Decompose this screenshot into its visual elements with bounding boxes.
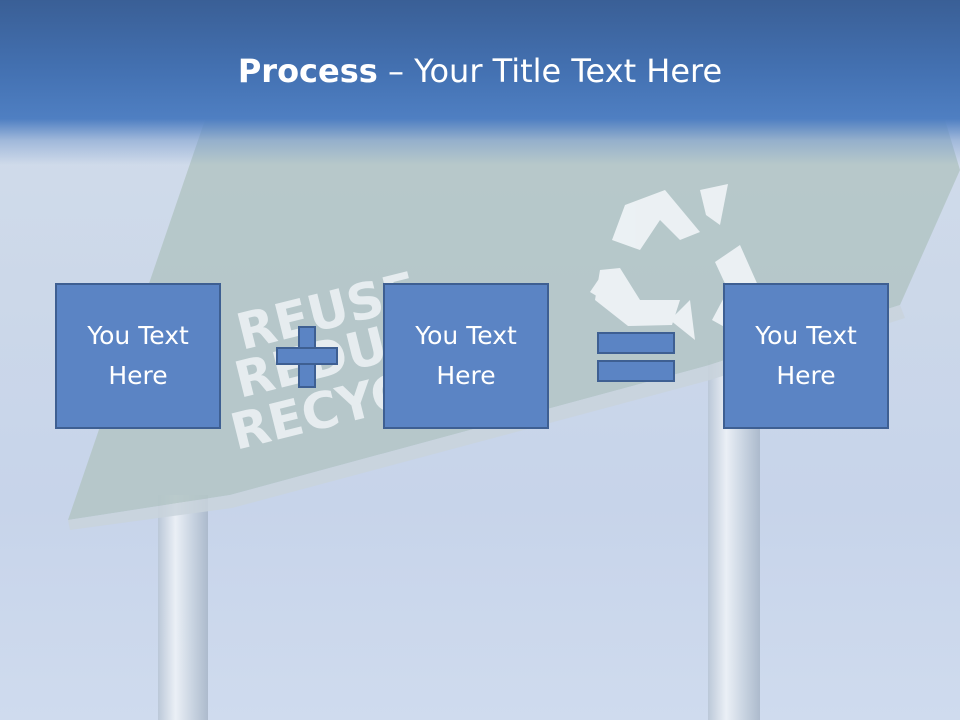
recycle-icon: [590, 184, 760, 340]
process-box-2[interactable]: You Text Here: [383, 283, 549, 429]
process-box-2-text: You Text Here: [415, 321, 517, 390]
process-box-3-text: You Text Here: [755, 321, 857, 390]
title-bold: Process: [237, 52, 378, 90]
process-box-1-text: You Text Here: [87, 321, 189, 390]
process-box-3[interactable]: You Text Here: [723, 283, 889, 429]
header-band: [0, 0, 960, 165]
slide-title[interactable]: Process – Your Title Text Here: [0, 52, 960, 90]
process-box-1[interactable]: You Text Here: [55, 283, 221, 429]
sign-pole-left: [158, 495, 208, 720]
title-rest: – Your Title Text Here: [377, 52, 723, 90]
